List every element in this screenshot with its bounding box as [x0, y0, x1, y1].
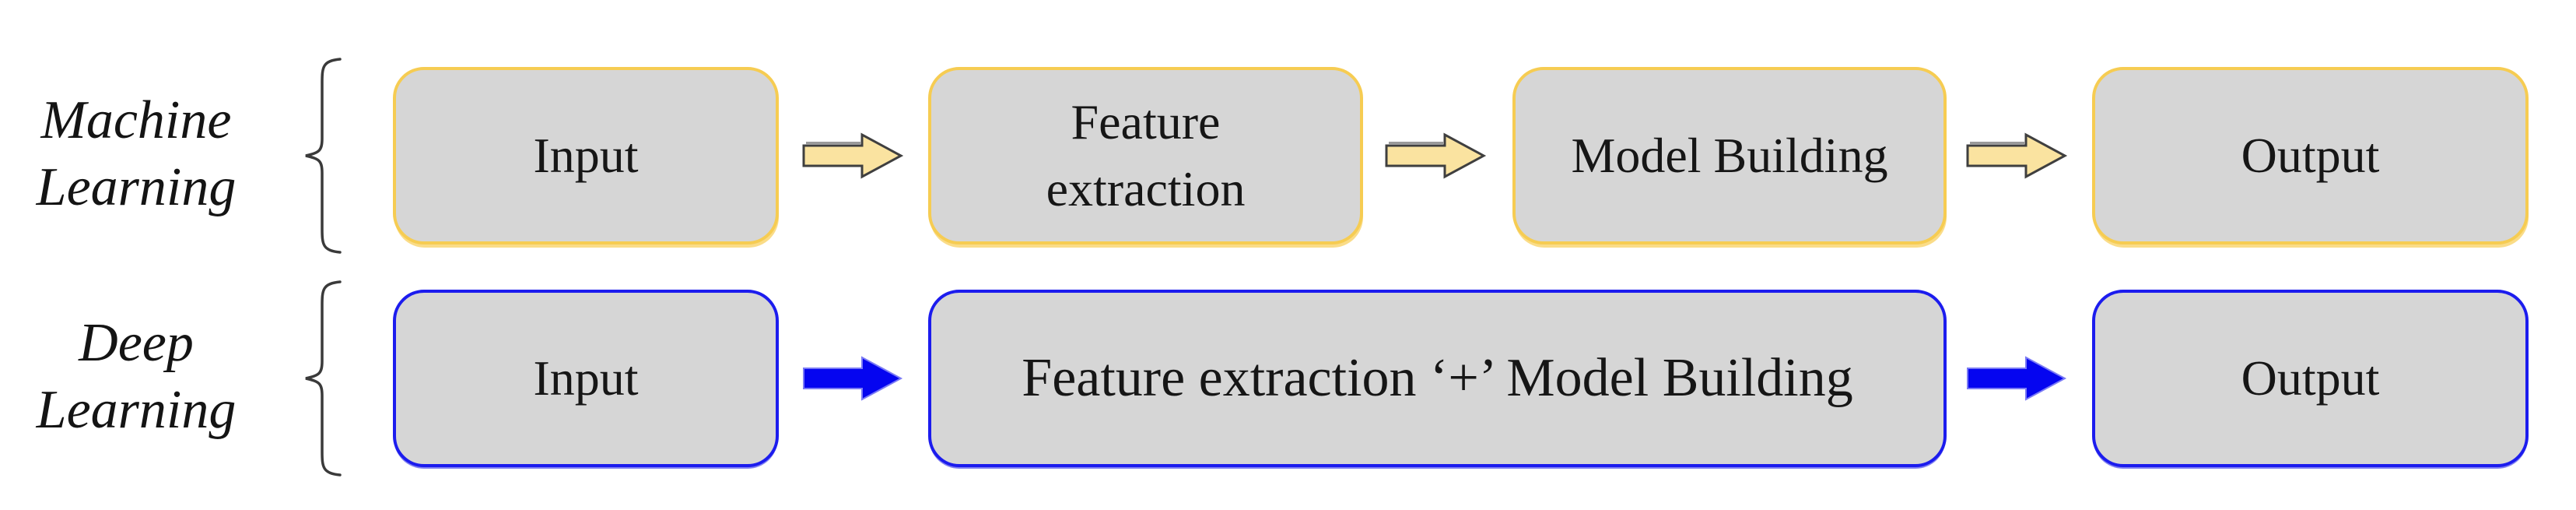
- deep-learning-label: Deep Learning: [8, 310, 265, 444]
- machine-learning-label: Machine Learning: [8, 87, 265, 221]
- dl-feature-extraction-plus-model-building-box: Feature extraction ‘+’ Model Building: [928, 290, 1947, 467]
- deep-learning-label-line1: Deep: [79, 313, 194, 373]
- deep-learning-label-line2: Learning: [36, 380, 237, 440]
- dl-input-box: Input: [393, 290, 779, 467]
- ml-output-box-label: Output: [2241, 127, 2380, 183]
- ml-model-building-box-label: Model Building: [1571, 127, 1888, 183]
- dl-arrow-2-right-icon: [1967, 356, 2067, 401]
- dl-input-box-label: Input: [533, 350, 639, 406]
- ml-feature-extraction-box: Feature extraction: [928, 67, 1363, 244]
- ml-input-box: Input: [393, 67, 779, 244]
- ml-output-box: Output: [2092, 67, 2529, 244]
- deep-learning-brace-icon: [305, 280, 342, 477]
- ml-feature-extraction-box-label: Feature extraction: [1046, 93, 1246, 216]
- dl-combined-box-label: Feature extraction ‘+’ Model Building: [1022, 347, 1853, 408]
- machine-learning-brace-icon: [305, 58, 342, 254]
- machine-learning-label-line2: Learning: [36, 157, 237, 217]
- machine-learning-label-line1: Machine: [40, 90, 232, 150]
- ml-arrow-2-right-icon: [1385, 132, 1487, 179]
- dl-output-box: Output: [2092, 290, 2529, 467]
- ml-arrow-3-right-icon: [1966, 132, 2068, 179]
- ml-model-building-box: Model Building: [1512, 67, 1947, 244]
- ml-input-box-label: Input: [533, 127, 639, 183]
- ml-arrow-1-right-icon: [802, 132, 904, 179]
- dl-output-box-label: Output: [2241, 350, 2380, 406]
- dl-arrow-1-right-icon: [803, 356, 903, 401]
